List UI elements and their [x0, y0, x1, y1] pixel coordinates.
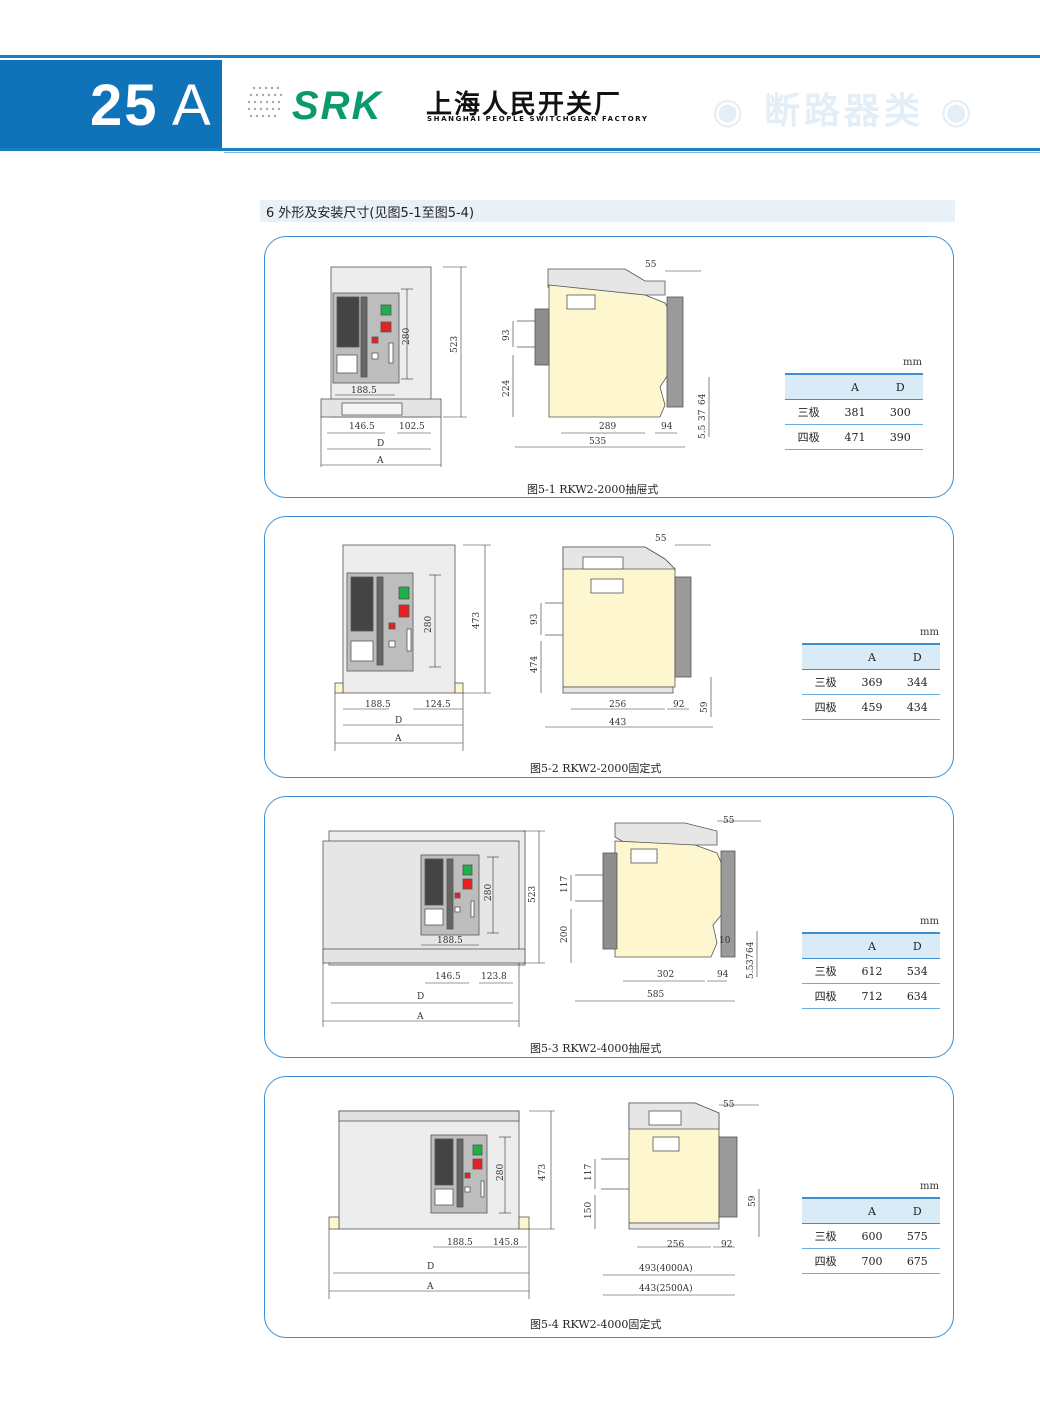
dim-493-4000a: 493(4000A) — [639, 1263, 693, 1274]
dim-5-5: 5.5 — [698, 424, 708, 439]
dim-92: 92 — [721, 1240, 732, 1250]
dim-289: 289 — [599, 422, 616, 432]
dim-37: 37 — [698, 409, 708, 421]
dim-D: D — [417, 992, 424, 1002]
unit-label: mm — [920, 916, 939, 927]
dim-37: 37 — [746, 953, 756, 965]
category-label: ◉ 断路器类 ◉ — [712, 91, 976, 132]
company-name-en: SHANGHAI PEOPLE SWITCHGEAR FACTORY — [427, 115, 649, 123]
section-title: 6 外形及安装尺寸(见图5-1至图5-4) — [266, 206, 475, 221]
unit-label: mm — [920, 627, 939, 638]
dim-102-5: 102.5 — [399, 422, 425, 432]
dim-523: 523 — [528, 886, 538, 903]
dim-200: 200 — [560, 926, 570, 943]
dim-280: 280 — [402, 328, 412, 345]
page-letter: A — [172, 73, 211, 138]
dim-93: 93 — [502, 329, 512, 341]
dim-523: 523 — [450, 336, 460, 353]
drawing-5-2: 188.5 124.5 280 473 D A 55 93 474 256 92… — [334, 534, 713, 751]
dim-443-2500a: 443(2500A) — [639, 1283, 693, 1294]
dim-473: 473 — [538, 1164, 548, 1181]
dim-A: A — [426, 1282, 434, 1292]
srk-logo: SRK — [292, 84, 383, 128]
dim-59: 59 — [700, 701, 710, 713]
dim-10: 10 — [719, 936, 731, 946]
dim-145-8: 145.8 — [493, 1238, 519, 1248]
figure-caption: 图5-4 RKW2-4000固定式 — [530, 1318, 662, 1331]
drawing-5-4: 188.5 145.8 280 473 D A 55 117 150 256 9… — [328, 1100, 760, 1299]
dim-188-5: 188.5 — [365, 700, 391, 710]
dim-124-5: 124.5 — [425, 700, 451, 710]
dim-474: 474 — [530, 656, 540, 673]
page-number: 25 — [90, 73, 159, 138]
dim-123-8: 123.8 — [481, 972, 507, 982]
dim-D: D — [427, 1262, 434, 1272]
unit-label: mm — [903, 357, 922, 368]
dim-280: 280 — [424, 616, 434, 633]
company-name-cn: 上海人民开关厂 — [426, 90, 623, 120]
dim-A: A — [394, 734, 402, 744]
dim-55: 55 — [655, 534, 667, 544]
header-top-rule — [0, 55, 1040, 58]
dim-5-5: 5.5 — [746, 964, 756, 979]
dim-93: 93 — [530, 613, 540, 625]
figure-caption: 图5-2 RKW2-2000固定式 — [530, 762, 662, 775]
dim-94: 94 — [661, 422, 673, 432]
section-title-bar — [260, 200, 955, 222]
dim-473: 473 — [472, 612, 482, 629]
dim-280: 280 — [496, 1164, 506, 1181]
dim-D: D — [377, 439, 384, 449]
dim-55: 55 — [723, 816, 735, 826]
dim-146-5: 146.5 — [349, 422, 375, 432]
drawing-5-3: 188.5 146.5 123.8 280 523 D A 55 117 200… — [322, 816, 761, 1027]
figure-panel-5-2: 188.5 124.5 280 473 D A 55 93 474 256 92… — [264, 516, 954, 778]
figure-panel-5-1: 188.5 146.5 102.5 280 523 D A 55 93 224 … — [264, 236, 954, 498]
figure-caption: 图5-1 RKW2-2000抽屉式 — [527, 483, 659, 496]
dim-92: 92 — [673, 700, 684, 710]
header-bottom-rule — [0, 148, 1040, 151]
dim-443: 443 — [609, 718, 626, 728]
dim-59: 59 — [748, 1195, 758, 1207]
page-number-block — [0, 60, 222, 148]
drawing-5-1: 188.5 146.5 102.5 280 523 D A 55 93 224 … — [320, 260, 710, 467]
dim-64: 64 — [698, 393, 708, 405]
dim-55: 55 — [645, 260, 657, 270]
dim-188-5: 188.5 — [447, 1238, 473, 1248]
dim-117: 117 — [560, 876, 570, 893]
dim-535: 535 — [589, 437, 606, 447]
dim-188-5: 188.5 — [351, 386, 377, 396]
figure-panel-5-4: 188.5 145.8 280 473 D A 55 117 150 256 9… — [264, 1076, 954, 1338]
dim-302: 302 — [657, 970, 674, 980]
logo-dots-icon — [247, 86, 283, 118]
dim-146-5: 146.5 — [435, 972, 461, 982]
header-thin-rule — [224, 152, 1040, 153]
dim-585: 585 — [647, 990, 664, 1000]
dim-280: 280 — [484, 884, 494, 901]
unit-label: mm — [920, 1181, 939, 1192]
dim-D: D — [395, 716, 402, 726]
dim-A: A — [376, 456, 384, 466]
dim-55: 55 — [723, 1100, 735, 1110]
dim-64: 64 — [746, 941, 756, 953]
dim-188-5: 188.5 — [437, 936, 463, 946]
dim-256: 256 — [609, 700, 626, 710]
dim-224: 224 — [502, 380, 512, 397]
figure-panel-5-3: 188.5 146.5 123.8 280 523 D A 55 117 200… — [264, 796, 954, 1058]
dim-A: A — [416, 1012, 424, 1022]
dim-94: 94 — [717, 970, 729, 980]
dim-256: 256 — [667, 1240, 684, 1250]
dim-150: 150 — [584, 1202, 594, 1219]
dim-117: 117 — [584, 1164, 594, 1181]
figure-caption: 图5-3 RKW2-4000抽屉式 — [530, 1042, 662, 1055]
